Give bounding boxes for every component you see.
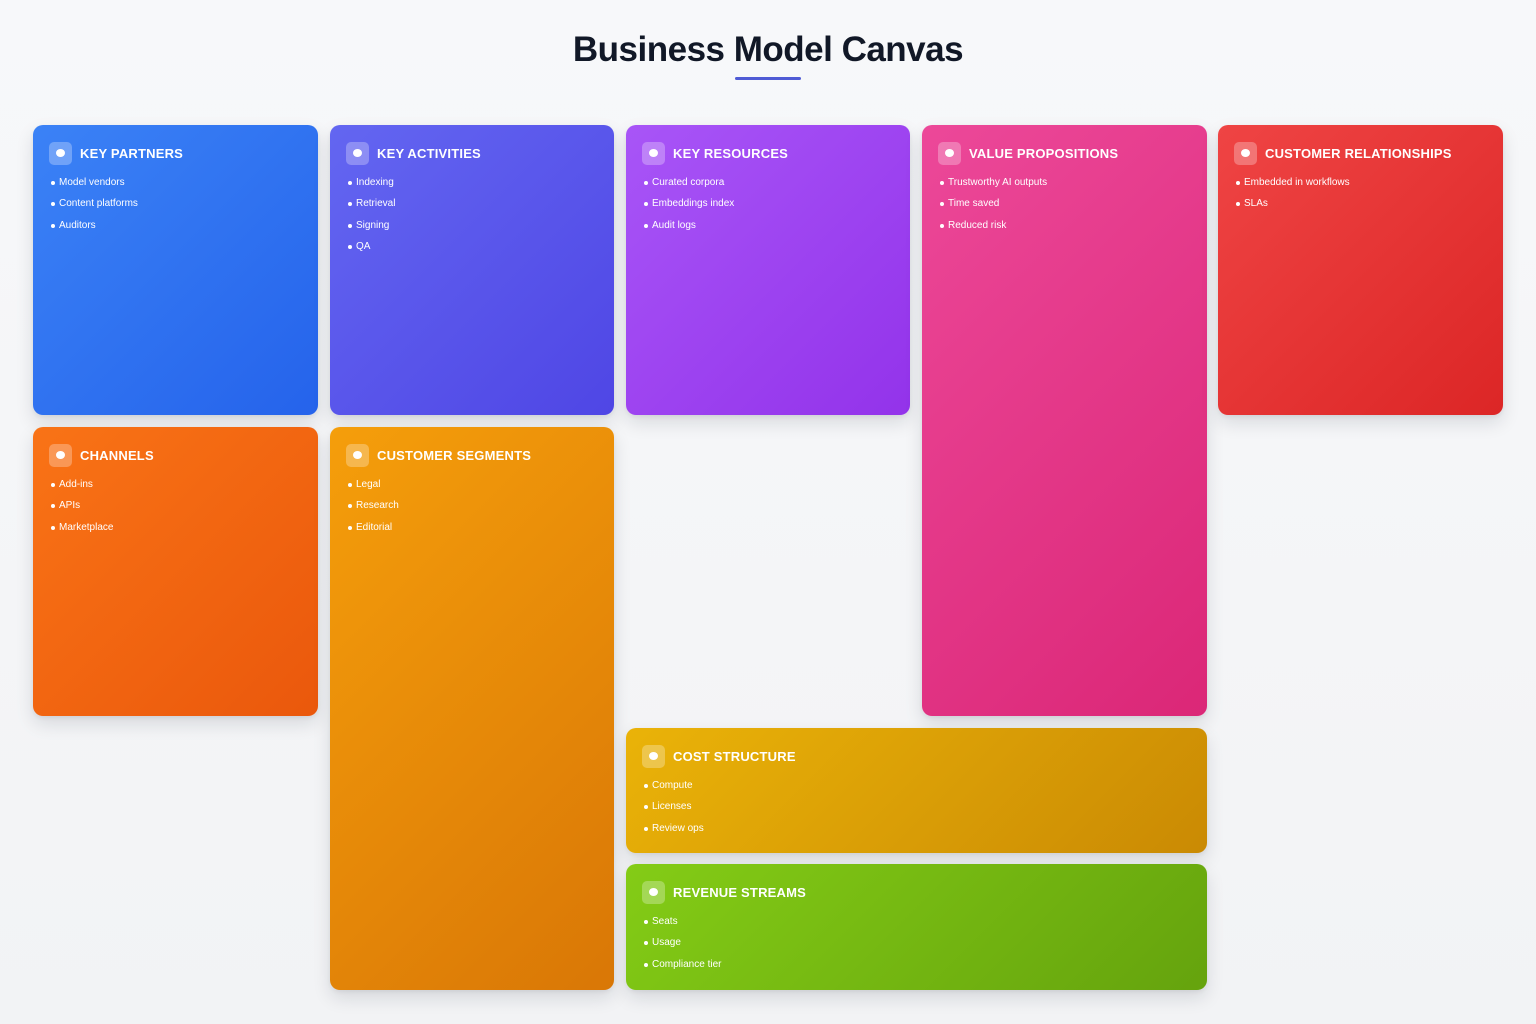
channels-card: CHANNELS Add-ins APIs Marketplace — [33, 427, 318, 716]
list-item: Time saved — [940, 198, 1191, 210]
list-item: Auditors — [51, 220, 302, 232]
list-item: Compliance tier — [644, 959, 1191, 971]
dot-icon — [49, 141, 72, 165]
value-propositions-card: VALUE PROPOSITIONS Trustworthy AI output… — [922, 125, 1207, 716]
title-underline — [735, 77, 801, 80]
card-list: Indexing Retrieval Signing QA — [346, 177, 598, 253]
dot-icon — [1234, 141, 1257, 165]
list-item: Review ops — [644, 823, 1191, 835]
card-list: Legal Research Editorial — [346, 479, 598, 534]
dot-icon — [642, 744, 665, 768]
card-header: COST STRUCTURE — [642, 744, 1191, 768]
cost-structure-card: COST STRUCTURE Compute Licenses Review o… — [626, 728, 1207, 853]
list-item: Embedded in workflows — [1236, 177, 1487, 189]
card-title: KEY ACTIVITIES — [377, 145, 481, 161]
card-list: Add-ins APIs Marketplace — [49, 479, 302, 534]
card-list: Embedded in workflows SLAs — [1234, 177, 1487, 210]
card-title: KEY PARTNERS — [80, 145, 184, 161]
customer-relationships-card: CUSTOMER RELATIONSHIPS Embedded in workf… — [1218, 125, 1503, 415]
revenue-streams-card: REVENUE STREAMS Seats Usage Compliance t… — [626, 864, 1207, 990]
list-item: APIs — [51, 500, 302, 512]
list-item: Research — [348, 500, 598, 512]
dot-icon — [49, 443, 72, 467]
card-title: REVENUE STREAMS — [673, 884, 807, 900]
page-title: Business Model Canvas — [572, 30, 964, 69]
customer-segments-card: CUSTOMER SEGMENTS Legal Research Editori… — [330, 427, 614, 990]
list-item: Retrieval — [348, 198, 598, 210]
card-list: Trustworthy AI outputs Time saved Reduce… — [938, 177, 1191, 232]
card-list: Compute Licenses Review ops — [642, 780, 1191, 835]
card-header: KEY PARTNERS — [49, 141, 302, 165]
card-list: Curated corpora Embeddings index Audit l… — [642, 177, 894, 232]
list-item: Marketplace — [51, 522, 302, 534]
list-item: Compute — [644, 780, 1191, 792]
list-item: Curated corpora — [644, 177, 894, 189]
list-item: Legal — [348, 479, 598, 491]
list-item: Model vendors — [51, 177, 302, 189]
key-activities-card: KEY ACTIVITIES Indexing Retrieval Signin… — [330, 125, 614, 415]
key-resources-card: KEY RESOURCES Curated corpora Embeddings… — [626, 125, 910, 415]
card-title: VALUE PROPOSITIONS — [969, 145, 1119, 161]
card-title: CUSTOMER RELATIONSHIPS — [1265, 145, 1452, 161]
card-header: VALUE PROPOSITIONS — [938, 141, 1191, 165]
card-list: Model vendors Content platforms Auditors — [49, 177, 302, 232]
dot-icon — [346, 141, 369, 165]
list-item: Embeddings index — [644, 198, 894, 210]
card-header: KEY ACTIVITIES — [346, 141, 598, 165]
list-item: Licenses — [644, 801, 1191, 813]
list-item: Reduced risk — [940, 220, 1191, 232]
card-title: CUSTOMER SEGMENTS — [377, 447, 532, 463]
list-item: Trustworthy AI outputs — [940, 177, 1191, 189]
dot-icon — [346, 443, 369, 467]
card-header: CUSTOMER SEGMENTS — [346, 443, 598, 467]
list-item: Add-ins — [51, 479, 302, 491]
card-title: COST STRUCTURE — [673, 748, 796, 764]
list-item: Audit logs — [644, 220, 894, 232]
dot-icon — [642, 141, 665, 165]
key-partners-card: KEY PARTNERS Model vendors Content platf… — [33, 125, 318, 415]
list-item: Editorial — [348, 522, 598, 534]
dot-icon — [938, 141, 961, 165]
dot-icon — [642, 880, 665, 904]
list-item: Usage — [644, 937, 1191, 949]
card-header: REVENUE STREAMS — [642, 880, 1191, 904]
card-header: CHANNELS — [49, 443, 302, 467]
list-item: Indexing — [348, 177, 598, 189]
card-header: CUSTOMER RELATIONSHIPS — [1234, 141, 1487, 165]
card-title: CHANNELS — [80, 447, 154, 463]
list-item: Signing — [348, 220, 598, 232]
list-item: Content platforms — [51, 198, 302, 210]
card-list: Seats Usage Compliance tier — [642, 916, 1191, 971]
list-item: QA — [348, 241, 598, 253]
card-header: KEY RESOURCES — [642, 141, 894, 165]
list-item: SLAs — [1236, 198, 1487, 210]
list-item: Seats — [644, 916, 1191, 928]
card-title: KEY RESOURCES — [673, 145, 789, 161]
